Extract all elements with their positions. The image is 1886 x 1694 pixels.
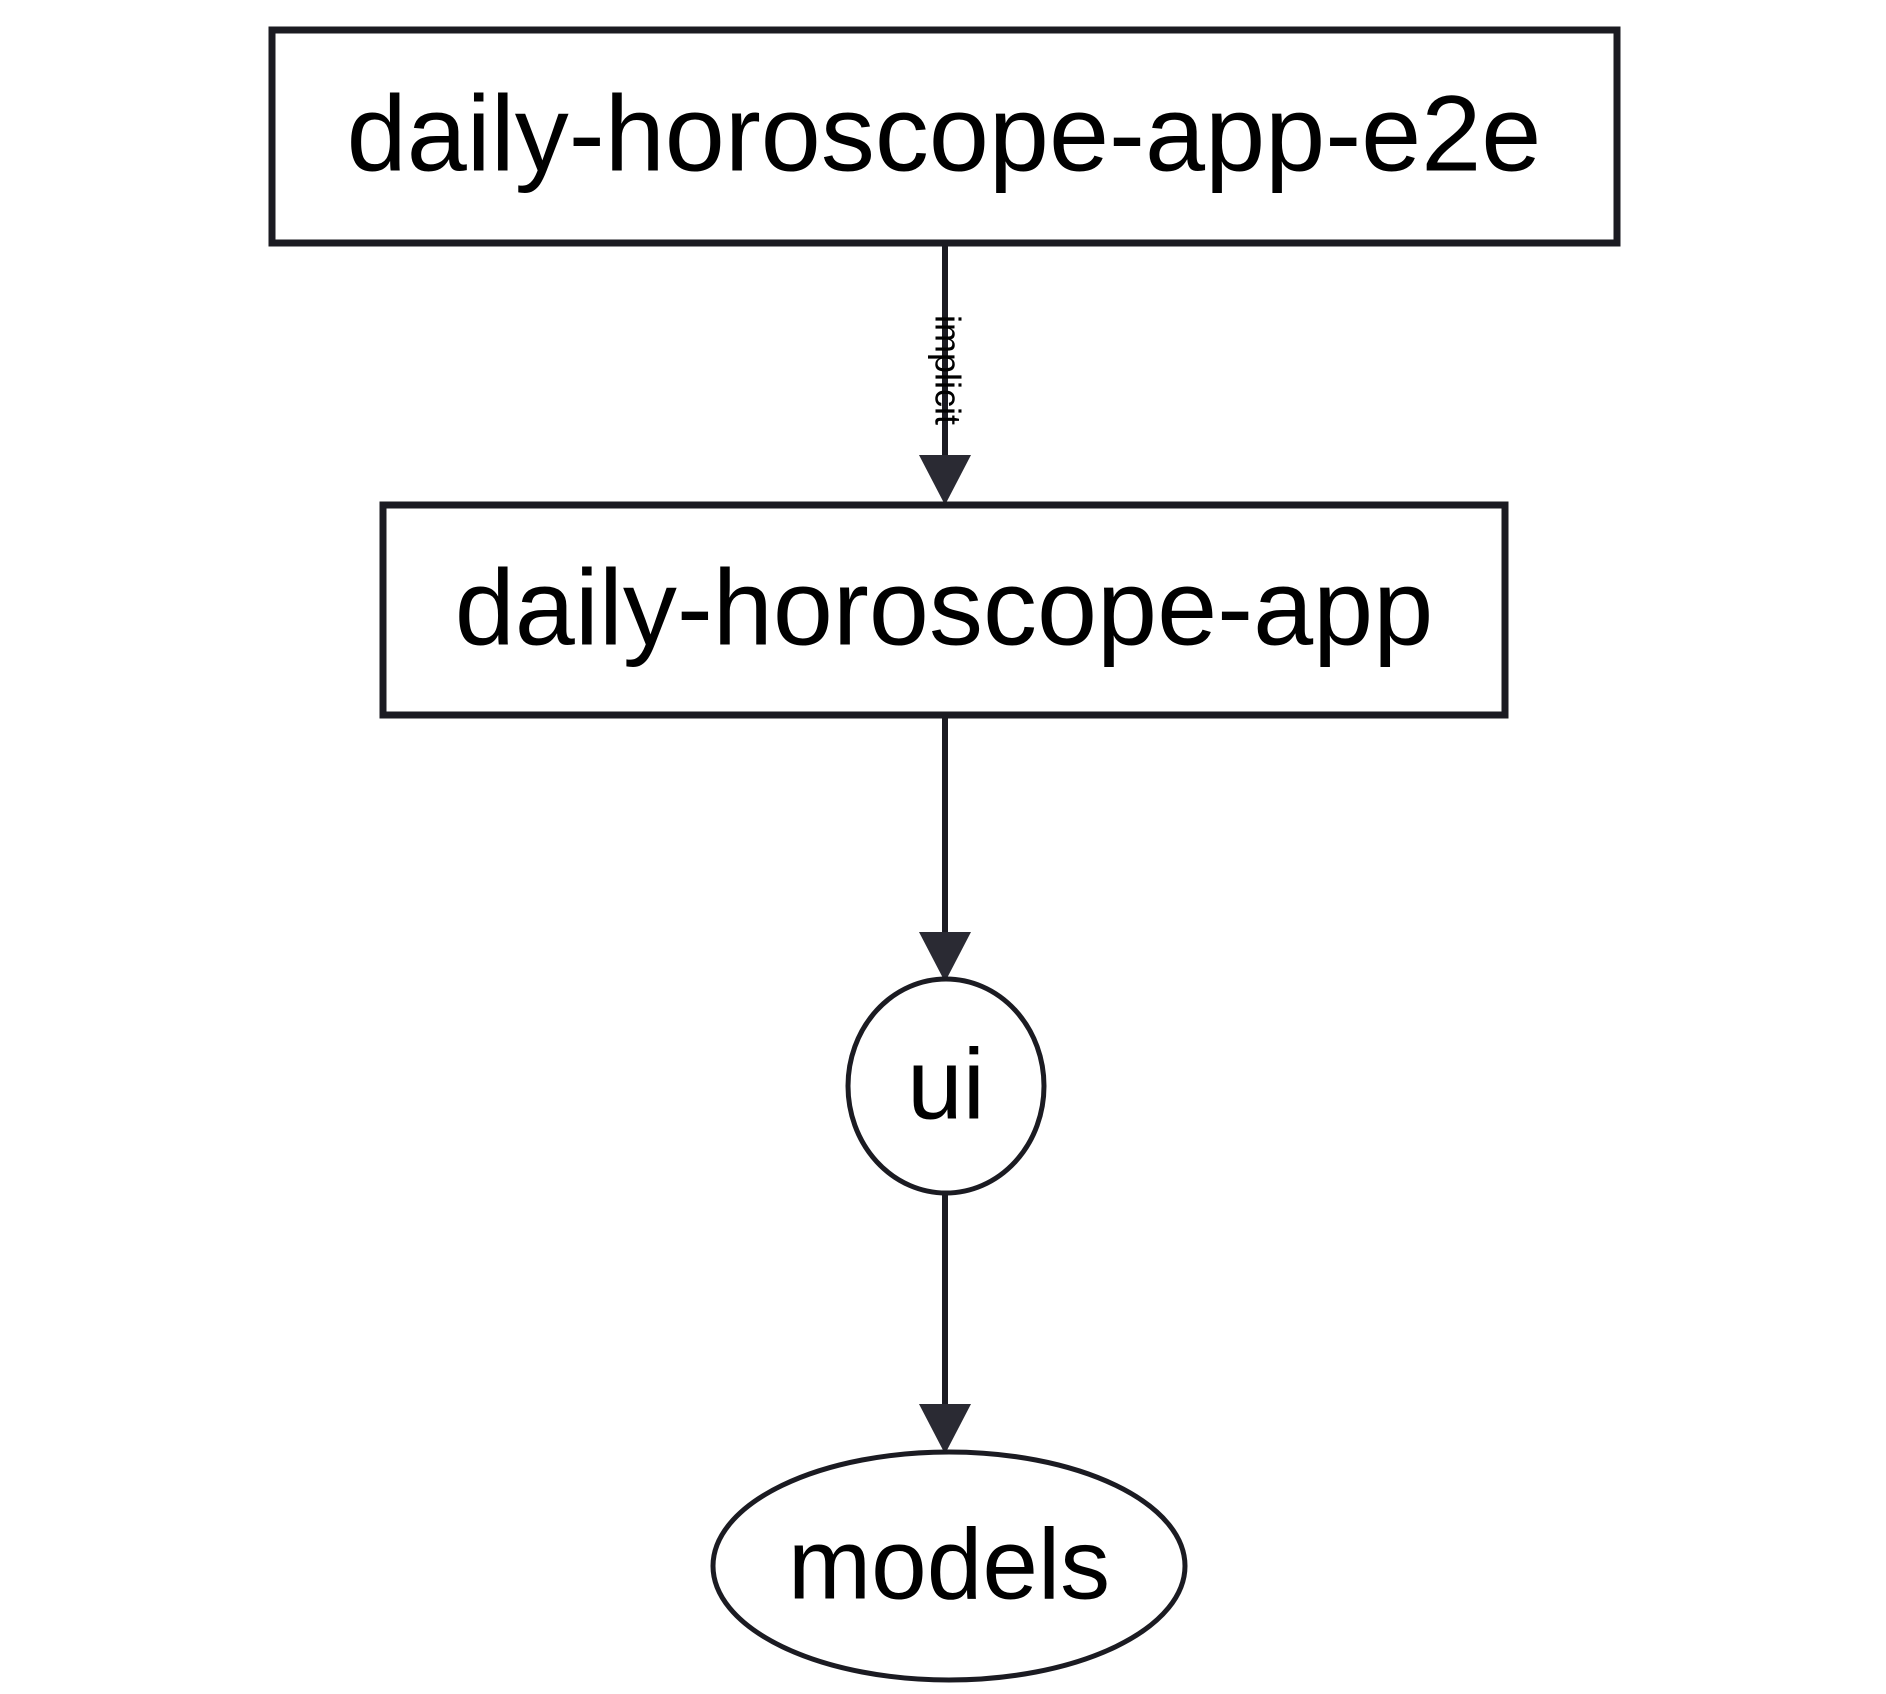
arrowhead-icon [919, 1404, 971, 1454]
arrowhead-icon [919, 932, 971, 982]
arrowhead-icon [919, 455, 971, 505]
edge-app-to-ui[interactable] [919, 715, 971, 982]
node-label: models [788, 1508, 1110, 1620]
node-label: ui [907, 1028, 985, 1140]
node-rect-shape [379, 501, 1509, 719]
node-ellipse-shape [710, 1449, 1188, 1683]
node-ui[interactable]: ui [845, 976, 1047, 1196]
node-daily-horoscope-app[interactable]: daily-horoscope-app [379, 501, 1509, 719]
node-label: daily-horoscope-app [455, 547, 1434, 668]
node-rect-shape [268, 26, 1621, 247]
node-label: daily-horoscope-app-e2e [347, 73, 1542, 194]
node-models[interactable]: models [710, 1449, 1188, 1683]
node-circle-shape [845, 976, 1047, 1196]
edge-e2e-to-app[interactable]: implicit [919, 246, 971, 505]
node-daily-horoscope-app-e2e[interactable]: daily-horoscope-app-e2e [268, 26, 1621, 247]
edge-ui-to-models[interactable] [919, 1193, 971, 1454]
edge-label-implicit: implicit [927, 315, 968, 425]
